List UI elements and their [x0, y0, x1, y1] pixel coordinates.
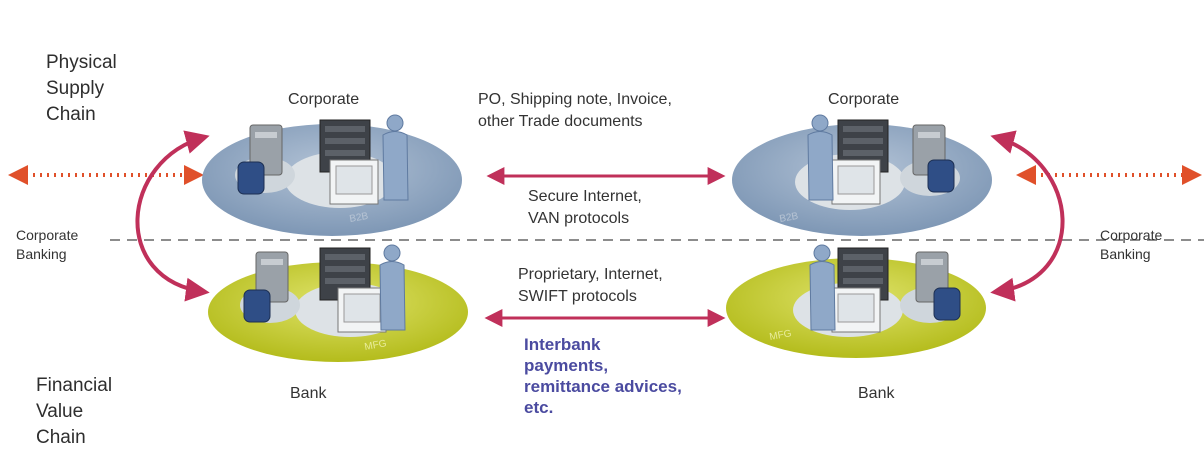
corporate-banking-left-label: Corporate Banking: [16, 227, 79, 262]
corporate-left-node: B2B: [202, 114, 462, 236]
corporate-banking-right-label: Corporate Banking: [1100, 227, 1163, 262]
corporate-right-label: Corporate: [828, 91, 900, 108]
proprietary-protocols-label: Proprietary, Internet, SWIFT protocols: [518, 266, 663, 305]
svg-text:MFG: MFG: [364, 338, 388, 353]
secure-internet-label: Secure Internet, VAN protocols: [528, 188, 642, 227]
corporate-left-label: Corporate: [288, 91, 360, 108]
svg-text:B2B: B2B: [349, 211, 370, 225]
interbank-payments-label: Interbank payments, remittance advices, …: [524, 335, 682, 417]
bank-right-node: MFG: [726, 244, 986, 358]
svg-text:MFG: MFG: [769, 328, 793, 343]
svg-text:B2B: B2B: [779, 211, 800, 225]
physical-supply-chain-label: Physical Supply Chain: [46, 52, 117, 125]
bank-right-label: Bank: [858, 385, 895, 402]
corporate-right-node: B2B: [732, 114, 992, 236]
bank-left-label: Bank: [290, 385, 327, 402]
financial-value-chain-label: Financial Value Chain: [36, 375, 113, 448]
bank-left-node: MFG: [208, 244, 468, 362]
corporate-banking-arrow-left: [135, 130, 210, 302]
trade-documents-label: PO, Shipping note, Invoice, other Trade …: [478, 91, 672, 130]
corporate-banking-arrow-right: [990, 130, 1065, 302]
